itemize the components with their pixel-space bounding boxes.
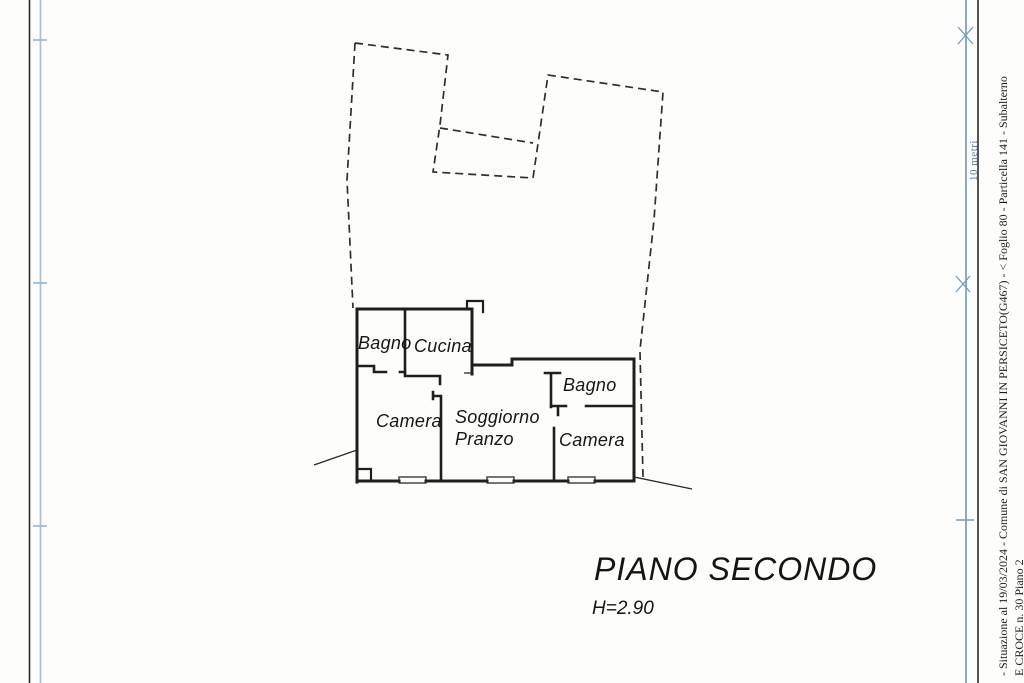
boundary-top-right [354,42,664,351]
wall-bagno-right-bottom [549,404,636,417]
room-label-bagno-right: Bagno [563,375,617,395]
margin-address-line: E CROCE n. 30 Piano 2 [1012,559,1024,676]
window-left [398,476,427,484]
room-label-soggiorno: Soggiorno Pranzo [455,406,540,450]
left-scale-tick-marks [33,39,47,527]
neighbour-line-left [313,449,358,466]
room-label-camera-right: Camera [559,430,625,450]
right-cross-mark-middle [955,275,971,293]
boundary-right-lower [639,351,644,478]
right-cross-mark-top [957,26,974,45]
wall-bagno-right-left [543,371,562,409]
interior-walls [355,308,636,483]
floor-title: PIANO SECONDO [594,551,878,587]
scale-label: 10 metri [968,140,980,181]
wall-top-right [472,357,636,367]
wall-top-protrusion [465,299,485,314]
room-label-soggiorno-line2: Pranzo [455,429,514,449]
page-frame-lines [28,0,979,683]
wall-bottom-left-pilaster [355,467,373,482]
neighbour-line-right [633,476,693,490]
wall-left-and-top [355,307,473,484]
wall-bagno-left-bottom [355,364,407,374]
room-label-camera-left: Camera [376,411,442,431]
thin-details [313,372,693,490]
window-right [567,476,596,484]
wall-cucina-bottom [403,374,442,386]
wall-camera-left-separator [431,390,443,483]
outer-walls [355,299,636,484]
room-label-cucina: Cucina [414,336,472,356]
margin-info-line: - Situazione al 19/03/2024 - Comune di S… [996,76,1010,676]
window-center [486,476,515,484]
boundary-left [346,42,356,309]
room-label-soggiorno-line1: Soggiorno [455,407,540,427]
dashed-boundary [346,42,664,478]
boundary-inner-notch-line [439,127,534,144]
floor-height-label: H=2.90 [592,598,654,619]
room-label-bagno-left: Bagno [358,333,412,353]
